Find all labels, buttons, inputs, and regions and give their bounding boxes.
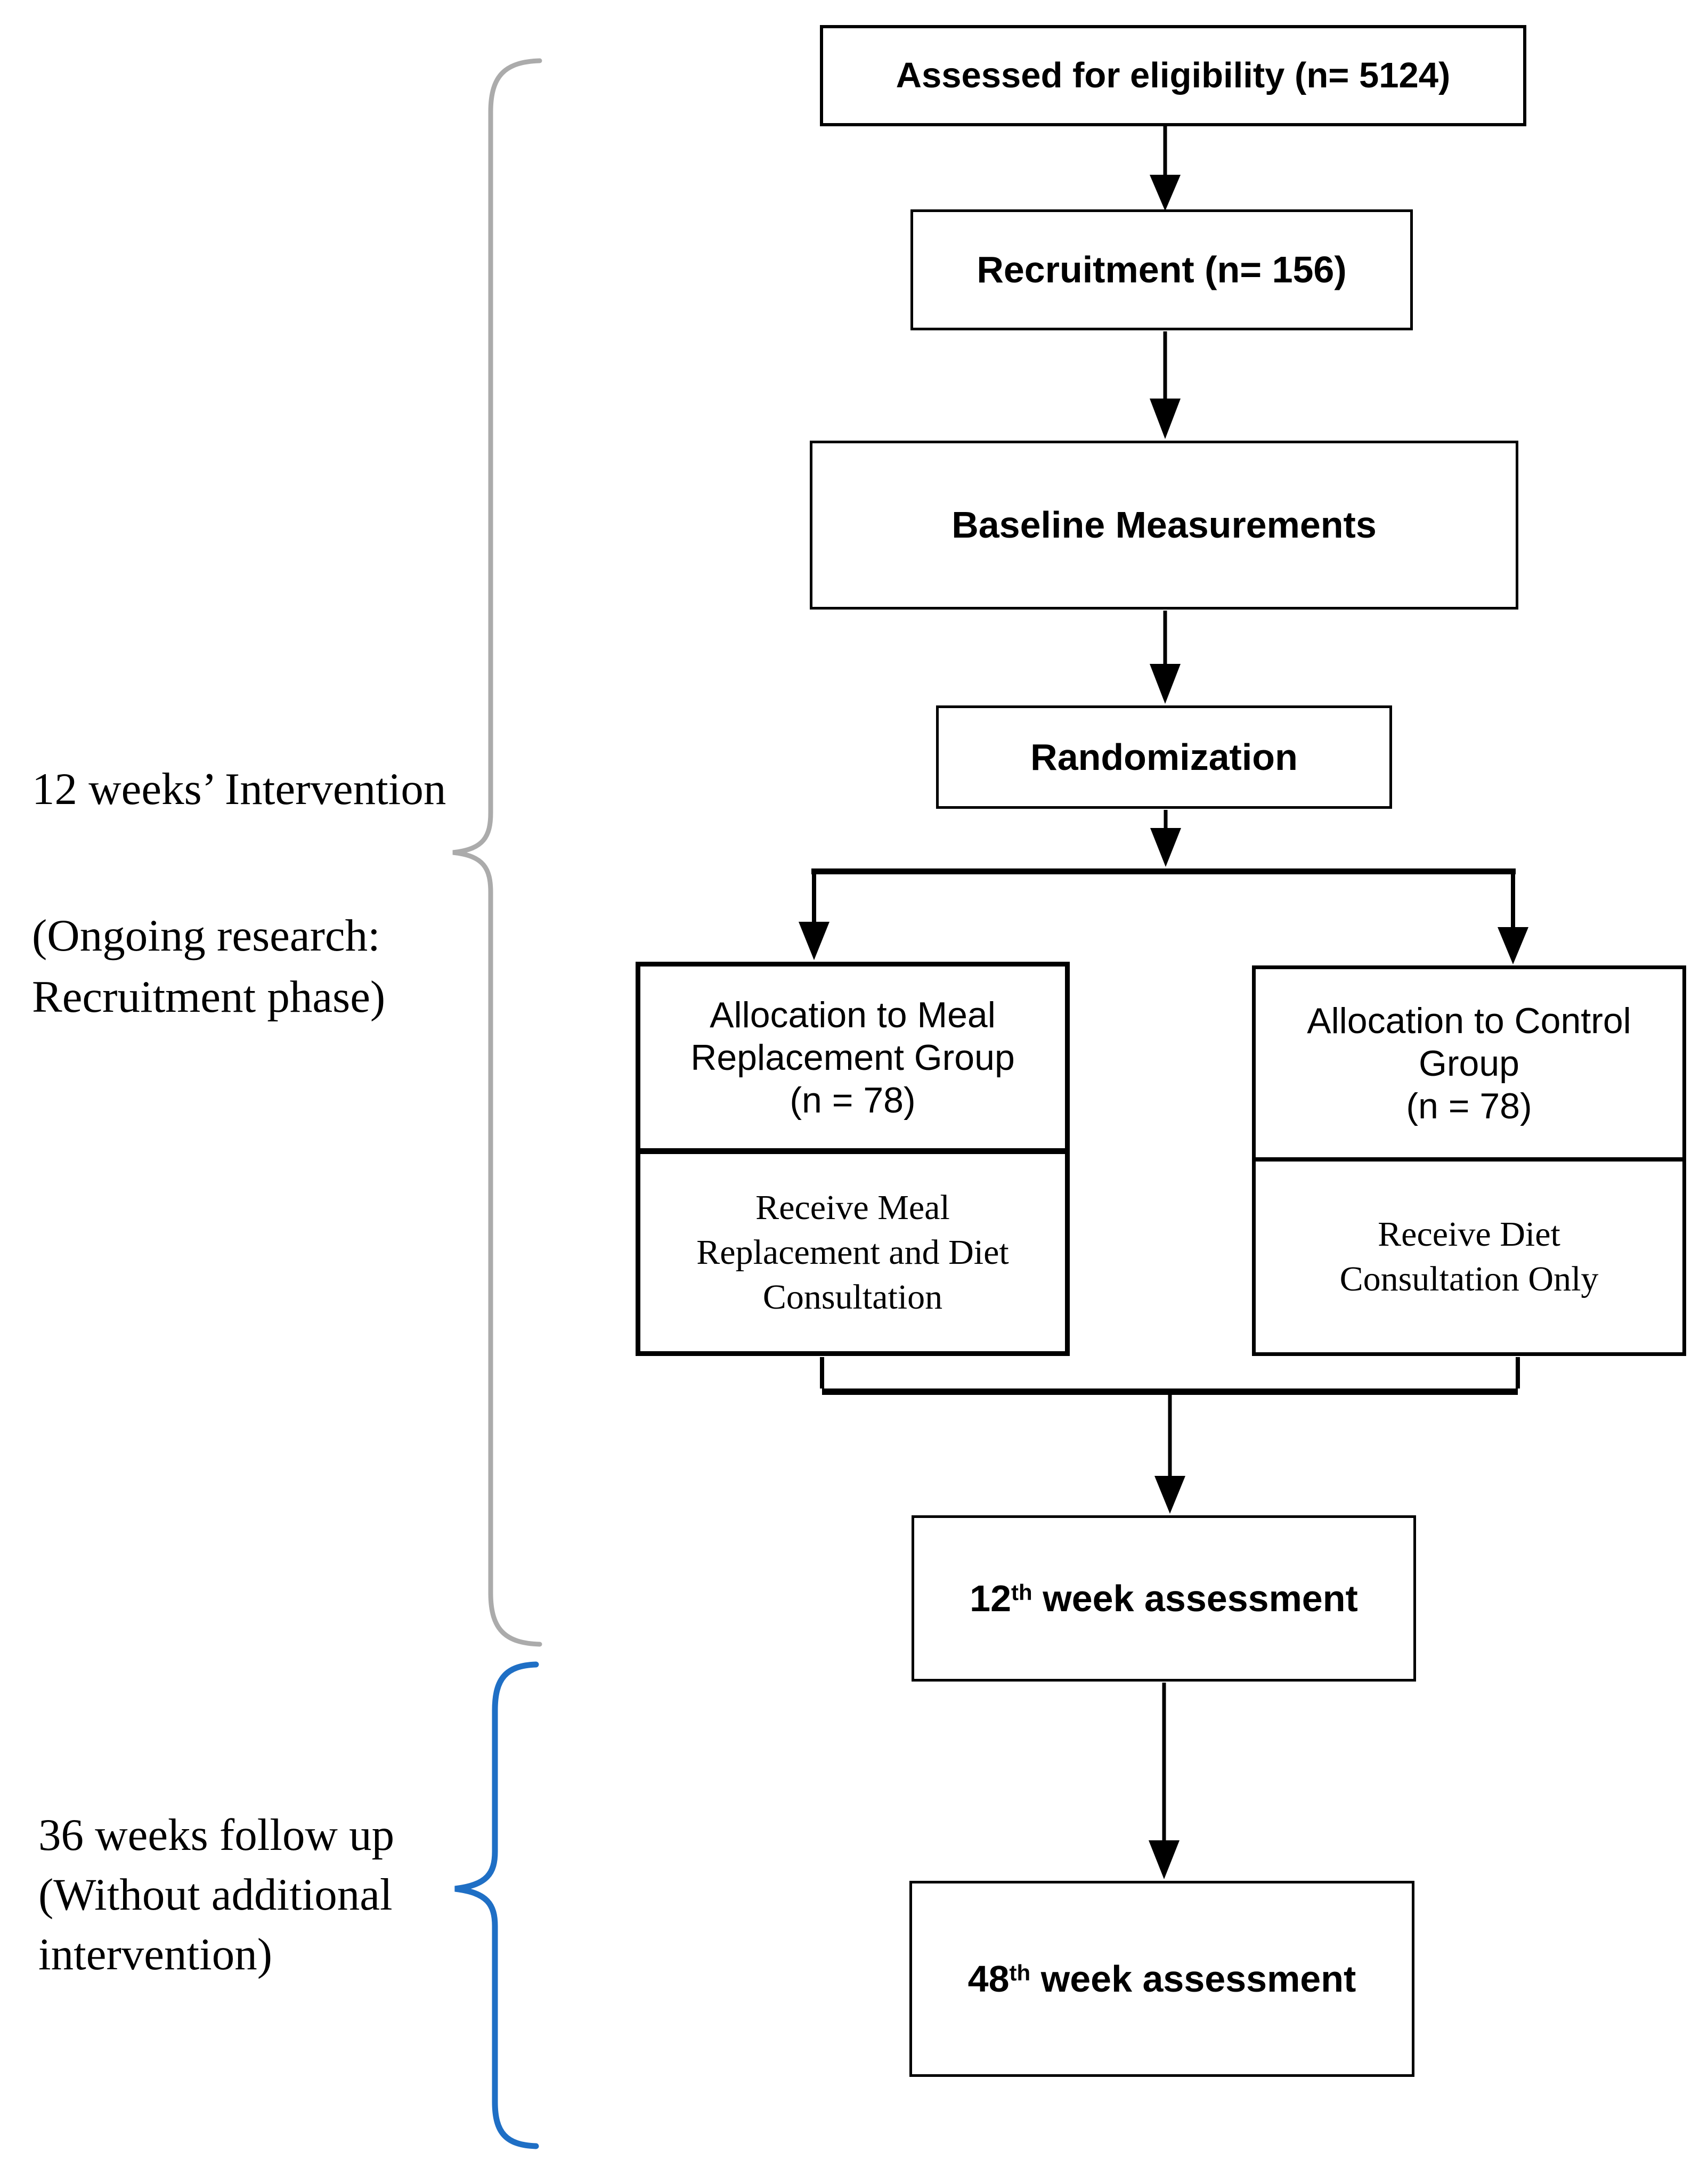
receive-meal-line: Receive Meal <box>755 1188 950 1227</box>
allocation-meal-title-section: Allocation to Meal Replacement Group (n … <box>640 967 1065 1154</box>
intervention-phase-note: (Ongoing research: Recruitment phase) <box>32 911 386 1022</box>
allocation-meal-n-label: (n = 78) <box>790 1079 916 1120</box>
branch-split-connector <box>799 868 1528 964</box>
ordinal-superscript: th <box>1009 1960 1031 1985</box>
followup-phase-label: 36 weeks follow up (Without additional i… <box>38 1810 395 1979</box>
assessed-eligibility-label: Assessed for eligibility (n= 5124) <box>896 55 1451 96</box>
allocation-control-box: Allocation to Control Group (n = 78) Rec… <box>1252 965 1686 1356</box>
allocation-meal-receive-section: Receive Meal Replacement and Diet Consul… <box>640 1154 1065 1351</box>
arrow-down-icon <box>1150 126 1181 211</box>
ordinal-superscript: th <box>1011 1579 1032 1605</box>
randomization-box: Randomization <box>936 705 1392 809</box>
receive-diet-line: Receive Diet <box>1378 1215 1560 1254</box>
arrow-down-icon <box>1150 611 1181 704</box>
assessed-eligibility-box: Assessed for eligibility (n= 5124) <box>820 25 1526 126</box>
randomization-label: Randomization <box>1030 736 1298 778</box>
receive-meal-line: Consultation <box>762 1278 943 1317</box>
intervention-phase-title: 12 weeks’ Intervention <box>32 764 446 814</box>
arrow-down-icon <box>1150 810 1181 867</box>
followup-phase-brace-icon <box>454 1661 539 2149</box>
allocation-meal-line: Replacement Group <box>690 1037 1015 1078</box>
receive-diet-line: Consultation Only <box>1339 1260 1599 1298</box>
baseline-measurements-label: Baseline Measurements <box>951 504 1377 546</box>
receive-meal-line: Replacement and Diet <box>696 1233 1009 1272</box>
recruitment-label: Recruitment (n= 156) <box>977 249 1347 291</box>
allocation-control-line: Allocation to Control <box>1307 1000 1631 1041</box>
arrow-down-icon <box>1150 331 1181 439</box>
allocation-meal-replacement-box: Allocation to Meal Replacement Group (n … <box>636 962 1070 1356</box>
allocation-control-n-label: (n = 78) <box>1406 1085 1532 1126</box>
intervention-phase-brace-icon <box>452 58 542 1647</box>
branch-merge-connector <box>820 1357 1520 1514</box>
allocation-control-receive-section: Receive Diet Consultation Only <box>1256 1162 1682 1352</box>
baseline-measurements-box: Baseline Measurements <box>810 441 1518 610</box>
allocation-control-title-section: Allocation to Control Group (n = 78) <box>1256 969 1682 1162</box>
allocation-meal-line: Allocation to Meal <box>710 994 996 1035</box>
intervention-phase-label: 12 weeks’ Intervention (Ongoing research… <box>32 759 446 1028</box>
allocation-control-line: Group <box>1418 1043 1519 1084</box>
arrow-down-icon <box>1149 1683 1180 1879</box>
recruitment-box: Recruitment (n= 156) <box>910 209 1413 330</box>
